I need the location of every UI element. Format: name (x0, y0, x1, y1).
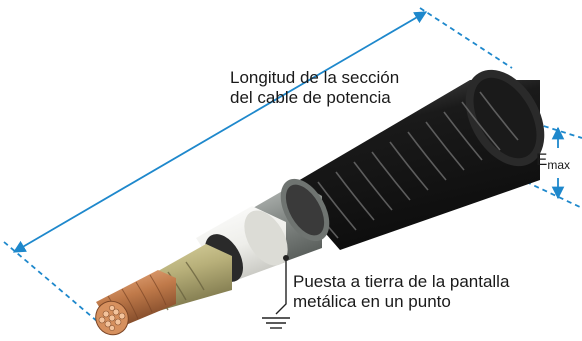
ground-label-line1: Puesta a tierra de la pantalla (293, 272, 510, 291)
length-label-line2: del cable de potencia (230, 88, 391, 107)
emax-label-sub: max (547, 158, 571, 172)
emax-label-main: E (536, 150, 548, 169)
length-label-line1: Longitud de la sección (230, 68, 400, 87)
ground-label: Puesta a tierra de la pantalla metálica … (293, 272, 509, 312)
ground-label-line2: metálica en un punto (293, 292, 451, 311)
ground-connection (262, 255, 290, 329)
length-label: Longitud de la sección del cable de pote… (230, 68, 399, 108)
outer-sheath (286, 69, 545, 250)
length-dimension-arrow (12, 11, 428, 253)
ground-symbol-icon (262, 317, 290, 329)
copper-conductor (95, 270, 176, 336)
emax-label: Emax (536, 150, 571, 172)
